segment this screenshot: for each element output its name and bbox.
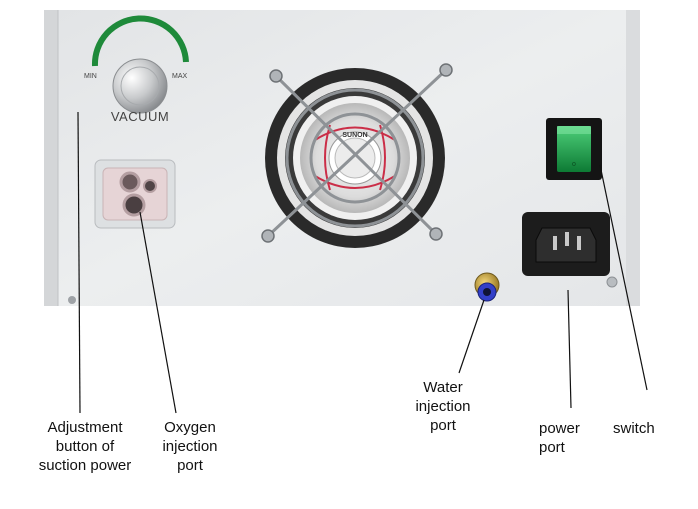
callout-water-port: Water injection port xyxy=(405,378,481,435)
panel-screw-right xyxy=(606,276,618,288)
callout-leader-lines xyxy=(77,111,648,414)
callout-water-line-2: injection xyxy=(415,398,471,415)
power-leader-line xyxy=(567,289,572,409)
callout-suction-line-3: suction power xyxy=(38,457,132,474)
fan-brand-label: SUNON xyxy=(342,132,367,139)
vacuum-gauge-arc xyxy=(91,15,189,67)
vacuum-caption: VACUUM xyxy=(111,109,169,124)
vacuum-max-label: MAX xyxy=(172,73,188,80)
fan-grille xyxy=(266,68,448,238)
suction-leader-line xyxy=(77,111,81,414)
callout-power-line-1: power xyxy=(539,420,580,437)
vacuum-dial[interactable]: MIN MAX VACUUM xyxy=(84,15,189,124)
fan-blades xyxy=(314,124,396,191)
oxygen-port[interactable] xyxy=(94,159,176,229)
power-switch[interactable]: o xyxy=(546,118,602,180)
callout-oxygen-line-3: port xyxy=(177,457,203,474)
callout-power-port: power port xyxy=(539,419,599,457)
cooling-fan: SUNON xyxy=(261,63,453,248)
water-port[interactable] xyxy=(474,272,500,302)
callout-suction-power: Adjustment button of suction power xyxy=(30,418,140,475)
fan-screws xyxy=(261,63,453,243)
callout-oxygen-port: Oxygen injection port xyxy=(150,418,230,475)
oxygen-leader-line xyxy=(139,211,177,414)
vacuum-min-label: MIN xyxy=(84,73,97,80)
callout-oxygen-line-2: injection xyxy=(162,438,218,455)
switch-leader-line xyxy=(599,164,648,391)
callout-switch-line-1: switch xyxy=(613,420,655,437)
callout-switch: switch xyxy=(613,419,673,438)
callout-water-line-3: port xyxy=(430,417,456,434)
callout-suction-line-2: button of xyxy=(55,438,115,455)
power-inlet[interactable] xyxy=(522,212,610,276)
callout-water-line-1: Water xyxy=(423,379,463,396)
callout-power-line-2: port xyxy=(539,439,565,456)
panel-screw-left xyxy=(68,296,76,304)
water-leader-line xyxy=(458,299,485,374)
callout-oxygen-line-1: Oxygen xyxy=(164,419,216,436)
svg-text:o: o xyxy=(572,161,576,168)
callout-suction-line-1: Adjustment xyxy=(47,419,123,436)
